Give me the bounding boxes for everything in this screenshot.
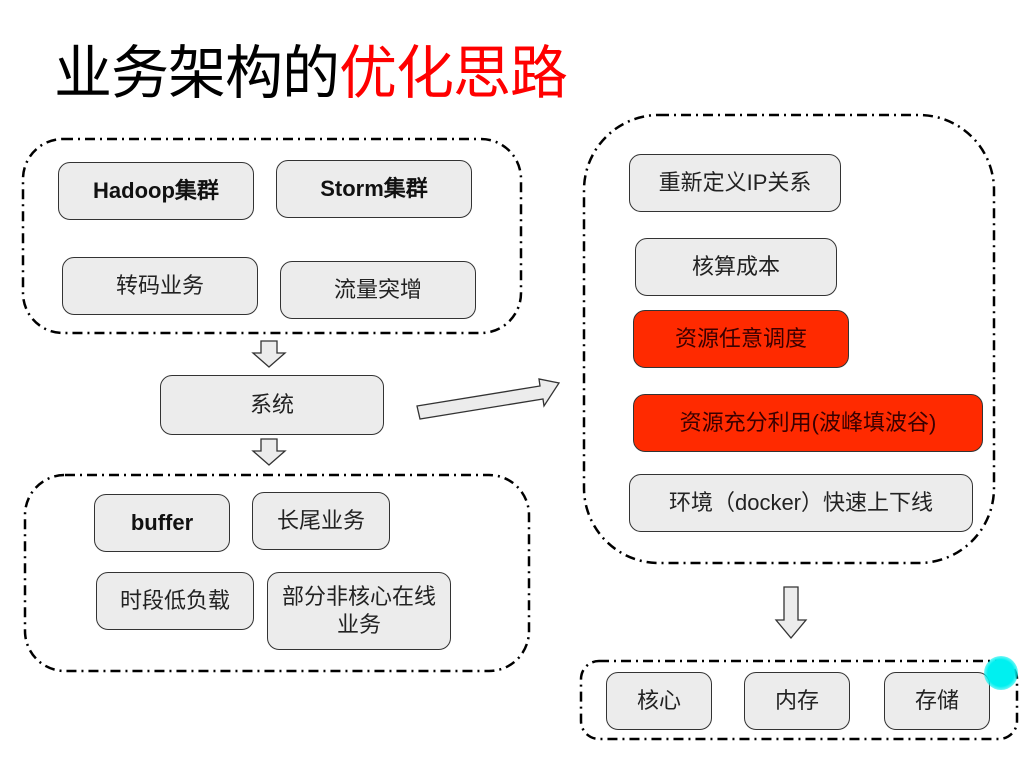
buffer-box: buffer <box>94 494 230 552</box>
storm-cluster-box: Storm集群 <box>276 160 472 218</box>
memory-box: 内存 <box>744 672 850 730</box>
resource-group: 核心 内存 存储 <box>579 659 1019 741</box>
title-highlight: 优化思路 <box>339 39 568 107</box>
non-core-online-service-box: 部分非核心在线业务 <box>267 572 451 650</box>
docker-fast-deploy-box: 环境（docker）快速上下线 <box>629 474 973 532</box>
full-utilization-box: 资源充分利用(波峰填波谷) <box>633 394 983 452</box>
cursor-highlight <box>984 656 1018 690</box>
cost-accounting-box: 核算成本 <box>635 238 837 296</box>
cpu-core-box: 核心 <box>606 672 712 730</box>
source-group-border <box>21 137 523 335</box>
traffic-surge-box: 流量突增 <box>280 261 476 319</box>
source-group: Hadoop集群 Storm集群 转码业务 流量突增 <box>21 137 523 335</box>
resource-group-border <box>579 659 1019 741</box>
idle-resources-group: buffer 长尾业务 时段低负载 部分非核心在线业务 <box>23 473 531 673</box>
idle-group-border <box>23 473 531 673</box>
long-tail-service-box: 长尾业务 <box>252 492 390 550</box>
redefine-ip-relation-box: 重新定义IP关系 <box>629 154 841 212</box>
arrow-optimization-to-resources <box>774 586 808 640</box>
low-load-period-box: 时段低负载 <box>96 572 254 630</box>
arrow-source-to-system <box>251 340 287 368</box>
arbitrary-scheduling-box: 资源任意调度 <box>633 310 849 368</box>
slide-title: 业务架构的优化思路 <box>54 36 568 110</box>
arrow-system-to-idle <box>251 438 287 466</box>
optimization-group: 重新定义IP关系 核算成本 资源任意调度 资源充分利用(波峰填波谷) 环境（do… <box>582 113 996 565</box>
storage-box: 存储 <box>884 672 990 730</box>
hadoop-cluster-box: Hadoop集群 <box>58 162 254 220</box>
system-box: 系统 <box>160 375 384 435</box>
transcode-service-box: 转码业务 <box>62 257 258 315</box>
arrow-system-to-optimization <box>416 378 561 420</box>
title-prefix: 业务架构的 <box>54 39 340 107</box>
